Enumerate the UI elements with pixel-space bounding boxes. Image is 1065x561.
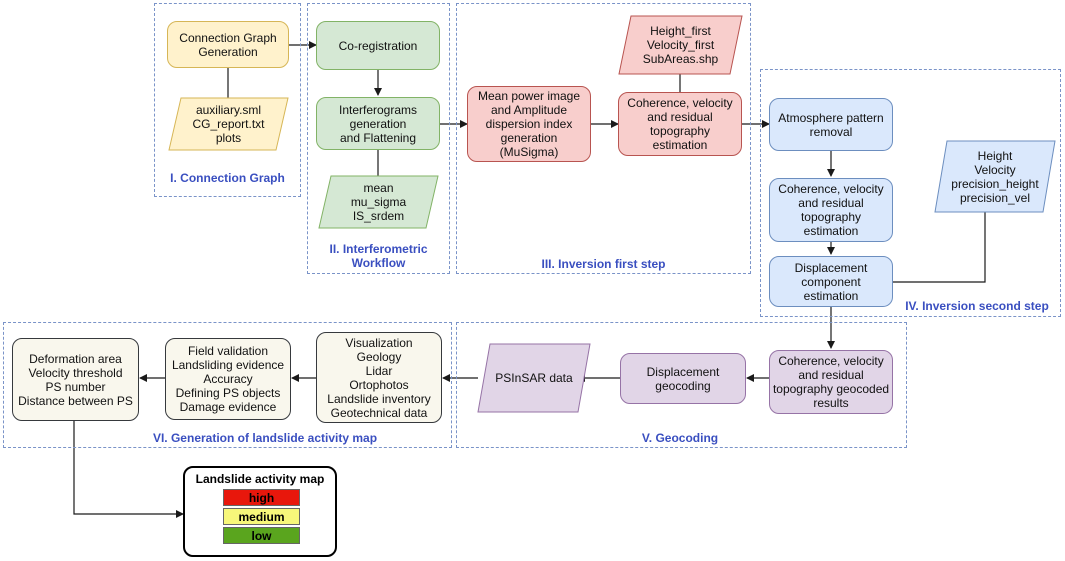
- group-interferometric: [307, 3, 450, 274]
- level-high: high: [223, 489, 300, 506]
- group-inversion-first: [456, 3, 751, 274]
- node-coregistration: Co-registration: [316, 21, 440, 70]
- group-label-connection-graph: I. Connection Graph: [170, 171, 285, 185]
- psinsar-shape: [477, 343, 591, 413]
- second-outputs-shape: [934, 140, 1056, 213]
- node-psinsar: PSInSAR data: [495, 371, 573, 385]
- group-label-interferometric: II. Interferometric Workflow: [329, 242, 428, 270]
- group-inversion-second: [760, 69, 1061, 317]
- arrow-deformation-to-map: [73, 421, 184, 518]
- landslide-activity-map: Landslide activity map high medium low: [183, 466, 337, 557]
- group-geocoding: [456, 322, 907, 448]
- level-low: low: [223, 527, 300, 544]
- group-landslide-map: [3, 322, 452, 448]
- if-outputs-shape: [318, 175, 439, 229]
- group-label-inversion-first: III. Inversion first step: [541, 257, 666, 271]
- group-label-inversion-second: IV. Inversion second step: [905, 299, 1049, 313]
- cg-outputs-shape: [168, 97, 289, 151]
- level-medium: medium: [223, 508, 300, 525]
- group-connection-graph: [154, 3, 301, 197]
- first-outputs-shape: [618, 15, 743, 75]
- group-label-geocoding: V. Geocoding: [641, 431, 719, 445]
- link-displacement-to-outputs: [893, 212, 986, 283]
- group-label-landslide-map: VI. Generation of landslide activity map: [152, 431, 378, 445]
- map-title: Landslide activity map: [195, 472, 325, 486]
